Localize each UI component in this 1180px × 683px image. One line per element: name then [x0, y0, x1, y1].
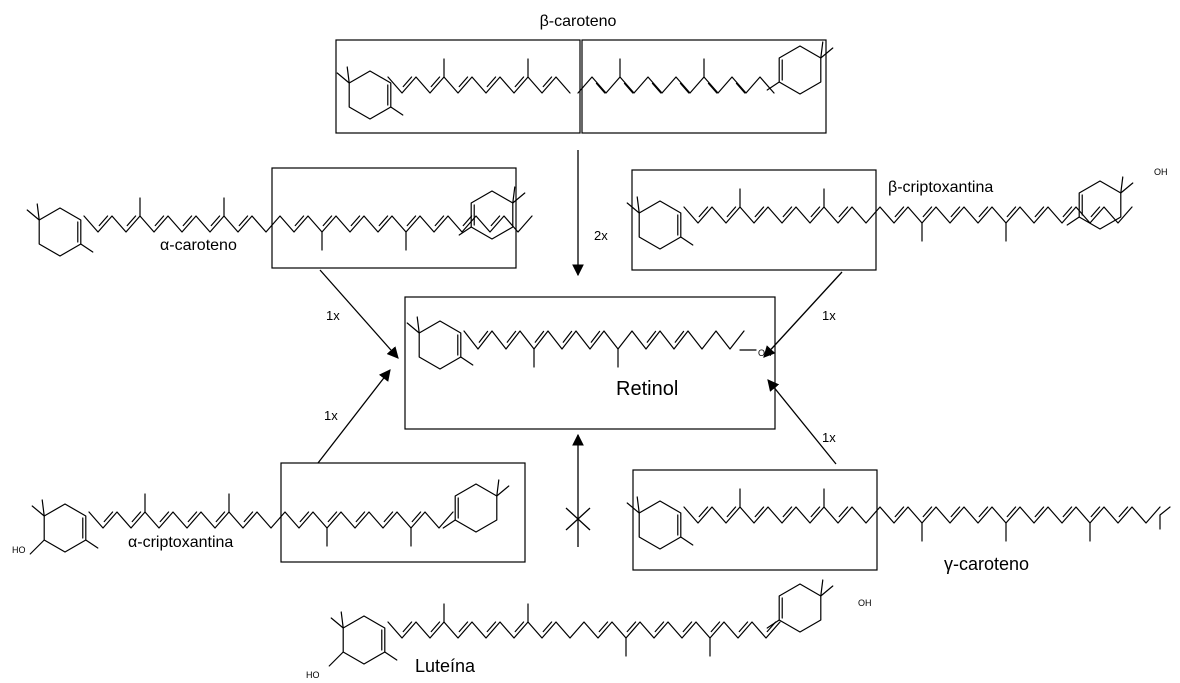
retinol-name: Retinol [616, 378, 678, 400]
arrow-alpha-caroteno [319, 269, 399, 359]
ratio-beta-criptoxantina: 1x [822, 308, 836, 323]
alpha-criptoxantina-ho: HO [12, 545, 26, 555]
alpha-criptoxantina-box [280, 462, 526, 563]
arrows [317, 150, 843, 547]
beta-caroteno-box-left [335, 39, 581, 134]
ratio-gamma-caroteno: 1x [822, 430, 836, 445]
arrow-gamma-caroteno [767, 379, 837, 465]
structure-beta-criptoxantina [626, 176, 1134, 250]
alpha-criptoxantina-name: α-criptoxantina [128, 534, 233, 551]
arrow-alpha-criptoxantina [317, 369, 391, 464]
labels: β-caroteno α-caroteno β-criptoxantina α-… [12, 13, 1168, 680]
structure-alpha-caroteno [26, 186, 533, 257]
gamma-caroteno-box [632, 469, 878, 571]
blocked-cross-b [565, 507, 591, 531]
ratio-alpha-criptoxantina: 1x [324, 408, 338, 423]
structure-retinol [406, 316, 757, 370]
beta-criptoxantina-box [631, 169, 877, 271]
luteina-oh: OH [858, 598, 872, 608]
structure-alpha-criptoxantina [29, 479, 510, 555]
luteina-ho: HO [306, 670, 320, 680]
beta-criptoxantina-name: β-criptoxantina [888, 179, 993, 196]
retinol-box [404, 296, 776, 430]
structure-gamma-caroteno [626, 488, 1171, 550]
retinol-oh: OH [758, 348, 772, 358]
alpha-caroteno-name: α-caroteno [160, 237, 237, 254]
ratio-beta-caroteno: 2x [594, 228, 608, 243]
luteina-name: Luteína [415, 656, 476, 676]
boxes [271, 39, 878, 571]
arrow-beta-criptoxantina [763, 271, 843, 358]
chemical-structures [26, 41, 1171, 667]
beta-criptoxantina-oh: OH [1154, 167, 1168, 177]
beta-caroteno-name: β-caroteno [540, 13, 617, 30]
ratio-alpha-caroteno: 1x [326, 308, 340, 323]
beta-caroteno-box-right [581, 39, 827, 134]
structure-luteina [328, 579, 834, 667]
alpha-caroteno-box [271, 167, 517, 269]
gamma-caroteno-name: γ-caroteno [944, 554, 1029, 574]
structure-beta-caroteno [336, 41, 834, 120]
